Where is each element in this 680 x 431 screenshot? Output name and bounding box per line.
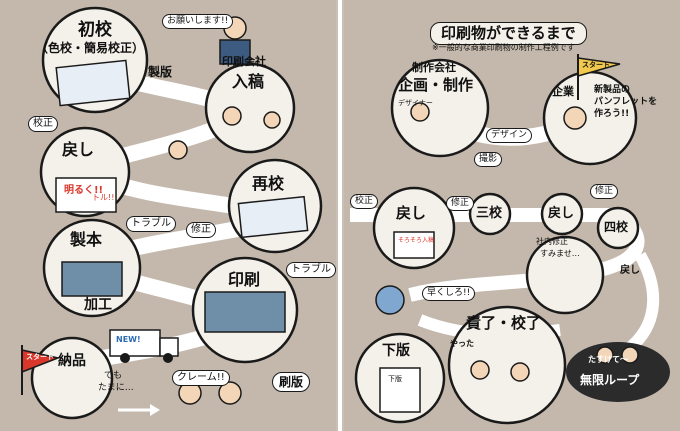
return-label-right: 戻し [396,204,427,222]
worker-figure [222,106,242,126]
speech-bubble: デザイン [486,128,533,143]
truck-wheel [163,353,173,363]
speech-bubble: 早くしろ!! [422,286,476,301]
speech-bubble: 修正 [590,184,619,199]
speech-bubble: 校正 [28,116,58,132]
speech-bubble: 撮影 [474,152,503,167]
client-speech: パンフレットを [594,97,658,107]
planning-label: 企画・制作 [398,76,474,94]
start-flag-label: スタート [26,353,54,361]
return-note-right: そろそろ入稿 [398,237,435,244]
client-label: 企業 [552,85,574,98]
printing-press-icon [204,291,286,333]
delivery-label: 納品 [58,353,86,369]
speech-bubble: 校正 [350,194,379,209]
fourth-proof-label: 四校 [604,220,629,234]
pressman-figure [375,285,405,315]
initial-proof-sub-label: （色校・簡易校正） [36,41,145,55]
hooray-label: やった [450,339,474,348]
return-note2: トル!! [92,193,115,202]
claim-bubble: クレーム!! [172,370,230,386]
sometimes-label2: たまに… [98,383,134,393]
infinite-loop-cloud [566,342,670,402]
marked-proof-icon [393,231,435,259]
truck-wheel [120,353,130,363]
speech-bubble: お願いします!! [162,14,234,29]
complaining-figure [218,381,242,405]
binding-machine-icon [61,261,123,297]
speech-bubble: トラブル [126,216,176,232]
page-title: 印刷物ができるまで [430,22,587,45]
arrow-head [150,404,160,416]
client-fix-circle [525,235,605,315]
running-salesperson [168,140,188,160]
designer-label: デザイナー [398,99,433,107]
help-label: たすけて〜 [588,355,628,364]
worker-figure [263,111,281,129]
plate-doc-label: 下版 [388,375,402,383]
drowning-figure [596,346,614,364]
infinite-loop-label: 無限ループ [580,373,640,387]
speech-bubble: 修正 [186,222,216,238]
return2-circle [540,192,584,236]
processing-label: 加工 [84,297,112,313]
drowning-figure [621,346,639,364]
printing-label: 印刷 [228,270,261,289]
second-proof-label: 再校 [252,174,285,193]
sometimes-label: でも [104,371,123,381]
speech-bubble: 修正 [446,196,475,211]
binding-label: 製本 [70,230,103,249]
delivery-circle [30,336,114,420]
return-label: 戻し [62,140,95,159]
proof-sheets-icon [237,195,309,239]
client-speech: 新製品の [594,85,631,95]
initial-proof-label: 初校 [78,20,112,40]
cheering-figure [510,362,530,382]
client-fix-label2: すみませ… [540,249,580,258]
client-fix-label: 社内修正 [536,237,568,246]
delivery-truck-icon [109,329,161,357]
print-company-label: 印刷会社 [222,55,266,68]
speech-bubble: トラブル [286,262,336,278]
proof-sheets-icon [55,59,131,107]
final-proof-label: 責了・校了 [466,314,542,332]
manuscript-label: 入稿 [232,72,265,91]
third-proof-label: 三校 [476,206,503,221]
salesperson-body [219,39,251,65]
return3-label: 戻し [620,265,640,276]
plate-document-icon [379,367,421,413]
production-company-label: 制作会社 [412,61,456,74]
reprint-label: 刷版 [272,372,311,392]
plate-making-label: 製版 [148,65,173,79]
cheering-figure [470,360,490,380]
return2-label: 戻し [548,206,575,221]
truck-label: NEW! [116,335,141,344]
client-speech: 作ろう!! [594,109,630,119]
planning-circle [390,58,490,158]
page-subtitle: ※一般的な商業印刷物の制作工程例です [432,43,575,52]
client-figure [563,106,587,130]
final-proof-circle [447,305,567,425]
marked-proof-icon [55,177,117,213]
designer-figure [410,102,430,122]
return-note: 明るく!! [64,185,104,196]
fourth-proof-circle [596,206,640,250]
third-proof-circle [468,192,512,236]
plate-label: 下版 [382,343,410,359]
start-flag-label: スタート [582,61,610,69]
